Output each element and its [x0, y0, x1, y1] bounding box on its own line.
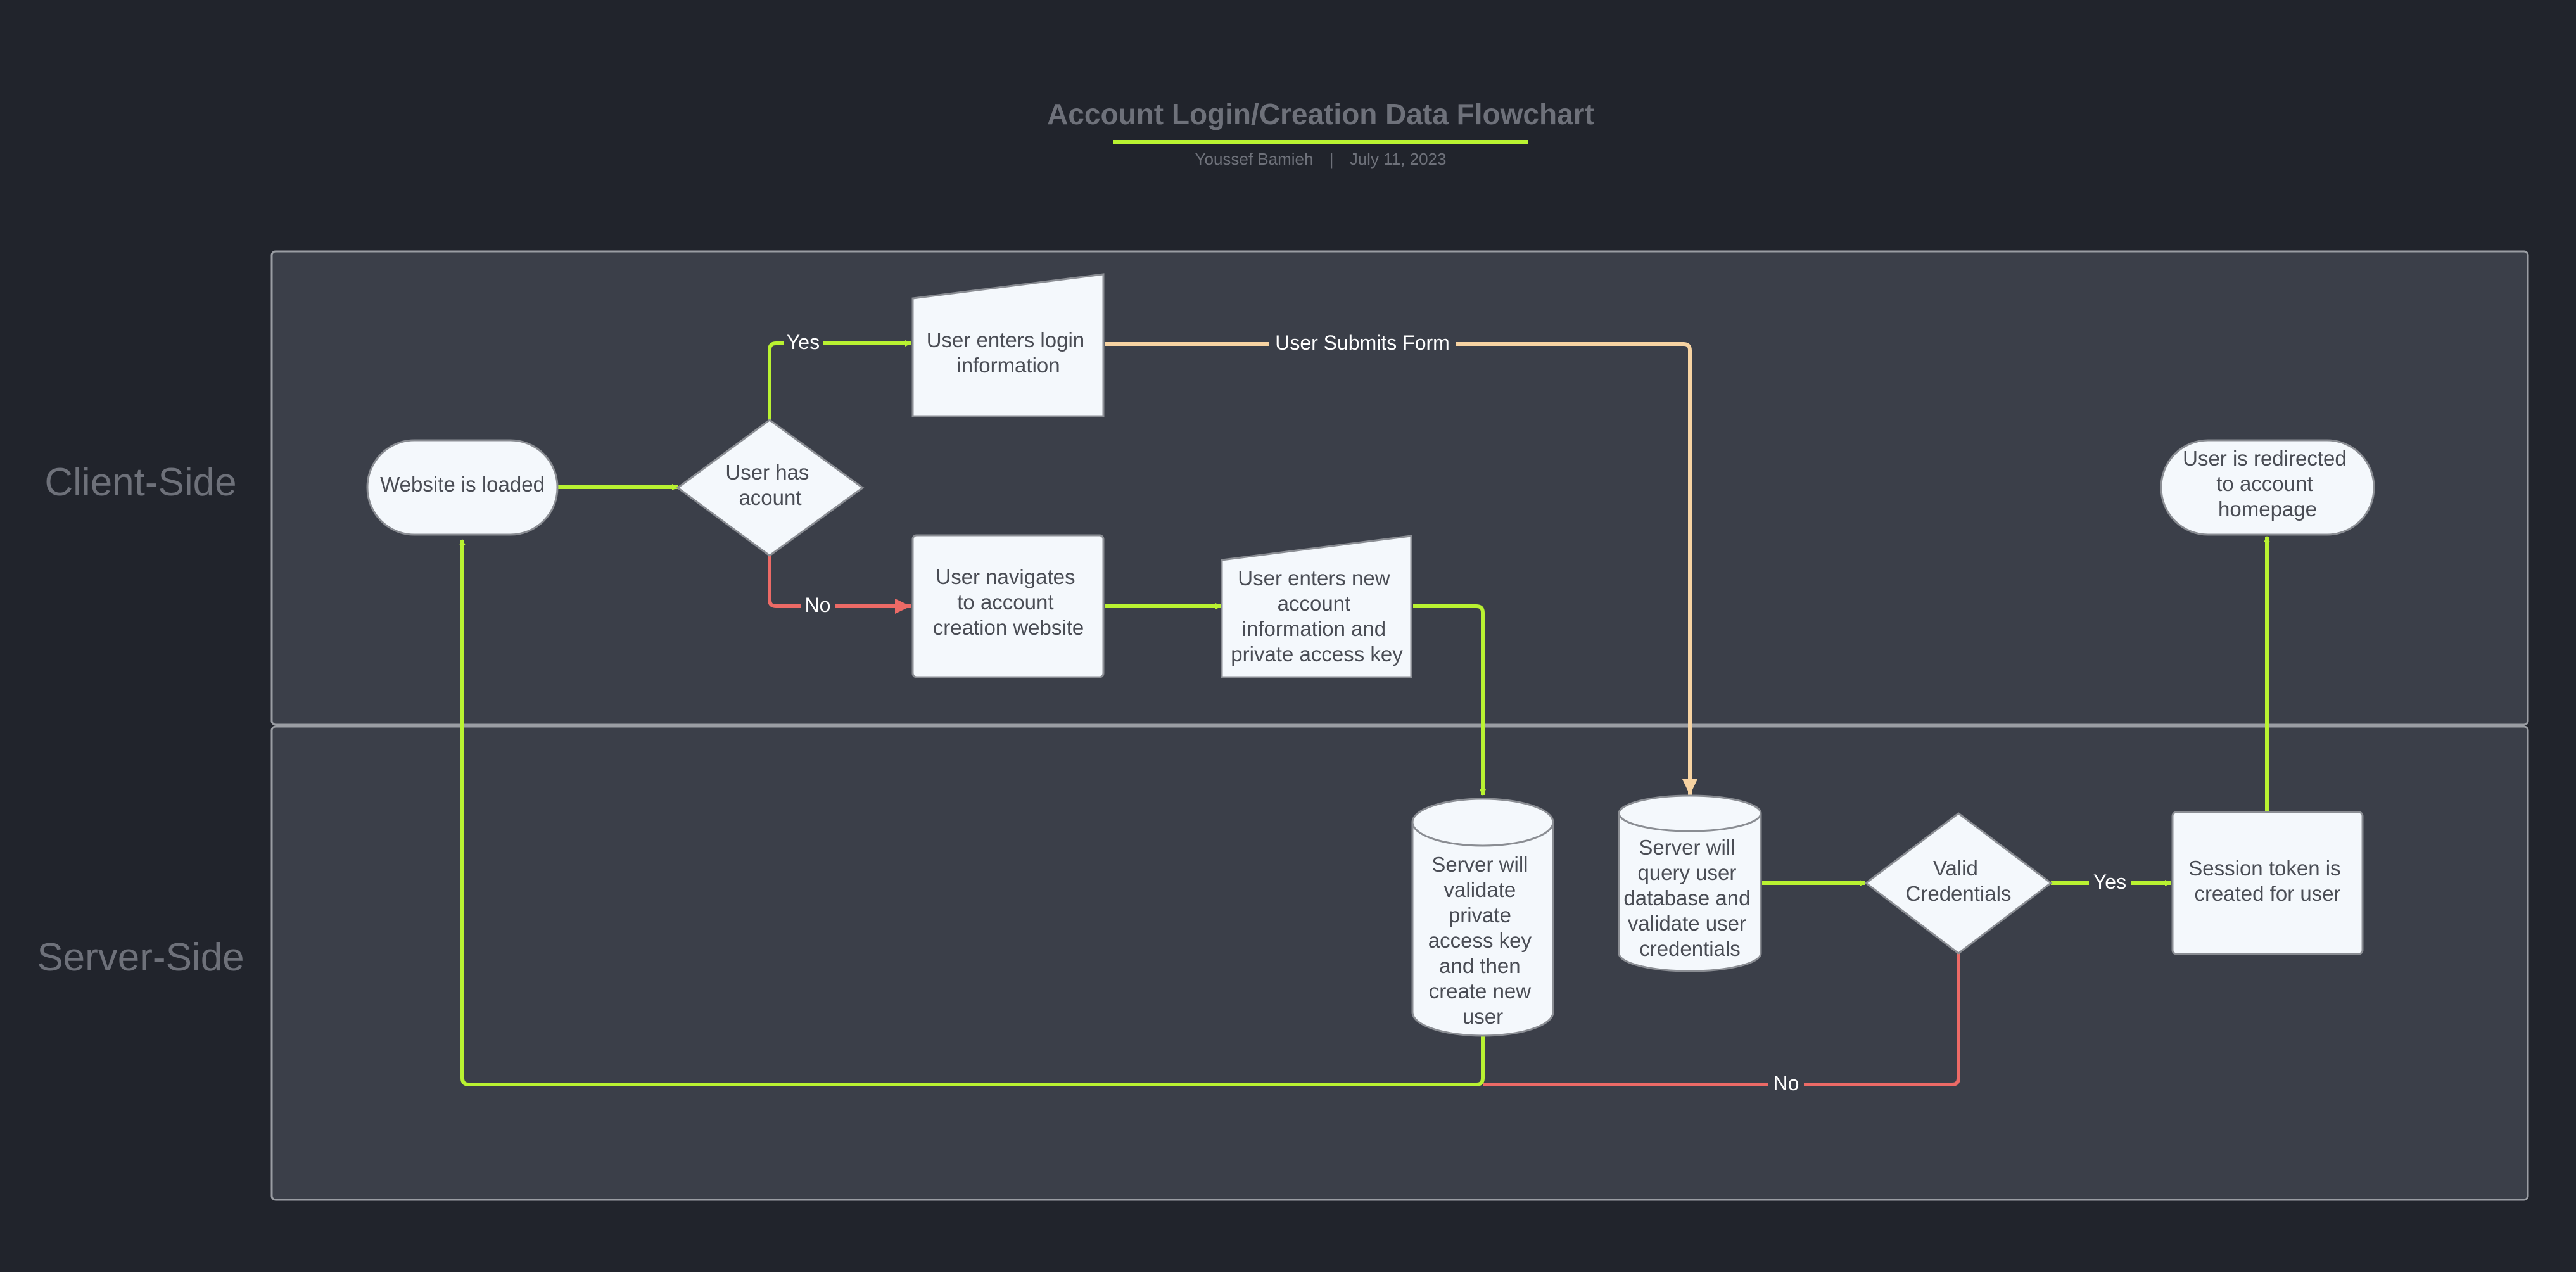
arrowhead-no [895, 599, 911, 614]
edge-yes-to-login [768, 340, 911, 420]
redirected-text: User is redirected to account homepage [2183, 447, 2352, 521]
server-lane-label: Server-Side [37, 936, 244, 979]
author-name: Youssef Bamieh [1195, 149, 1314, 169]
redirected-node [2160, 439, 2375, 536]
navigates-creation-node [911, 534, 1105, 678]
navigates-creation-text: User navigates to account creation websi… [933, 565, 1084, 639]
client-lane-label: Client-Side [44, 461, 236, 504]
validate-create-text: Server will validate private access key … [1428, 853, 1537, 1028]
query-db-node [1618, 794, 1762, 972]
website-loaded-node [366, 439, 559, 536]
server-lane [270, 725, 2529, 1201]
page-subtitle: Youssef Bamieh | July 11, 2023 [1195, 149, 1447, 169]
has-account-decision [676, 419, 865, 557]
edge-valid-no [1483, 953, 1960, 1086]
website-loaded-text: Website is loaded [380, 473, 545, 496]
edge-label-user-submits: User Submits Form [1275, 331, 1450, 354]
edge-label-valid-yes: Yes [2093, 870, 2126, 893]
arrowhead-submit [1682, 779, 1697, 795]
enters-login-node [911, 273, 1105, 417]
edge-no-to-navigate [768, 556, 911, 608]
edge-new-account-to-validate [1413, 604, 1486, 796]
enters-new-account-node [1221, 535, 1412, 678]
session-token-node [2171, 811, 2364, 955]
valid-credentials-decision [1864, 812, 2053, 955]
page-title: Account Login/Creation Data Flowchart [1047, 98, 1594, 130]
edge-validate-back-to-loaded [459, 539, 1485, 1086]
query-db-text: Server will query user database and vali… [1623, 836, 1756, 960]
edge-label-yes: Yes [787, 331, 820, 353]
edge-label-no: No [805, 594, 831, 616]
subtitle-separator: | [1329, 149, 1334, 169]
validate-create-node [1411, 798, 1554, 1037]
enters-new-account-text: User enters new account information and … [1231, 566, 1403, 666]
valid-credentials-text: Valid Credentials [1906, 856, 2012, 905]
edge-login-to-query [1105, 342, 1692, 795]
has-account-text: User has acount [725, 461, 815, 509]
enters-login-text: User enters login information [927, 328, 1091, 377]
session-token-text: Session token is created for user [2188, 856, 2346, 905]
date-text: July 11, 2023 [1350, 149, 1447, 169]
edge-label-valid-no: No [1773, 1072, 1799, 1095]
